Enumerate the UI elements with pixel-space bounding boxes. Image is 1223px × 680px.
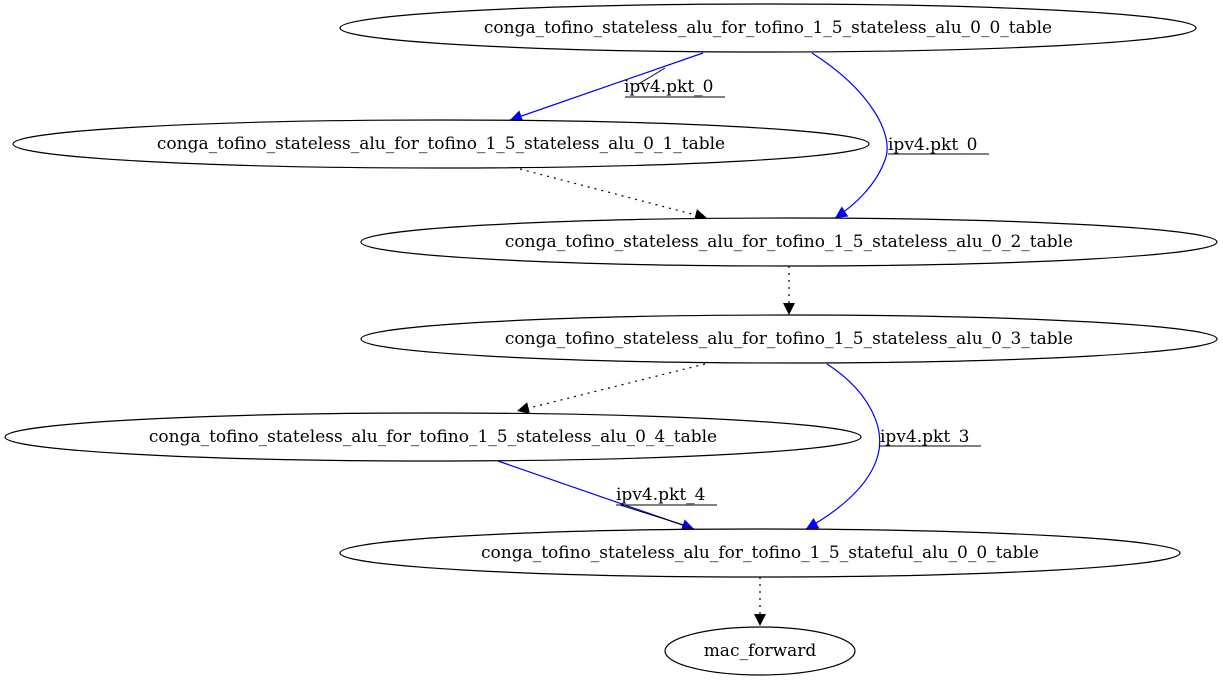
- node-ellipse: [339, 3, 1197, 53]
- edge-n3-n4: [516, 363, 706, 414]
- edge-line: [519, 168, 708, 221]
- table-node-stateless-alu-0-3[interactable]: conga_tofino_stateless_alu_for_tofino_1_…: [360, 314, 1218, 364]
- node-ellipse: [360, 217, 1218, 267]
- table-node-stateless-alu-0-1[interactable]: conga_tofino_stateless_alu_for_tofino_1_…: [12, 119, 870, 169]
- table-node-mac-forward[interactable]: mac_forward: [664, 626, 856, 676]
- edge-line: [516, 363, 706, 414]
- table-node-stateless-alu-0-2[interactable]: conga_tofino_stateless_alu_for_tofino_1_…: [360, 217, 1218, 267]
- edge-line: [811, 52, 888, 219]
- node-ellipse: [4, 412, 862, 462]
- node-label: mac_forward: [704, 641, 817, 661]
- nodes: conga_tofino_stateless_alu_for_tofino_1_…: [4, 3, 1218, 676]
- edge-label: ipv4.pkt_0: [624, 77, 713, 97]
- edge-line: [805, 363, 881, 530]
- node-label: conga_tofino_stateless_alu_for_tofino_1_…: [484, 18, 1052, 38]
- node-label: conga_tofino_stateless_alu_for_tofino_1_…: [505, 232, 1073, 252]
- edge-label-connector: [625, 67, 725, 98]
- edge-n0-n1: ipv4.pkt_0: [509, 52, 725, 122]
- node-label: conga_tofino_stateless_alu_for_tofino_1_…: [149, 427, 717, 447]
- edge-n1-n2: [519, 168, 708, 221]
- table-node-stateful-alu-0-0[interactable]: conga_tofino_stateless_alu_for_tofino_1_…: [339, 528, 1181, 578]
- edge-n4-n5: ipv4.pkt_4: [497, 460, 717, 531]
- table-node-stateless-alu-0-0[interactable]: conga_tofino_stateless_alu_for_tofino_1_…: [339, 3, 1197, 53]
- node-ellipse: [360, 314, 1218, 364]
- edge-label: ipv4.pkt_4: [616, 485, 705, 505]
- edges: ipv4.pkt_0 ipv4.pkt_0 ipv4.pkt_3: [497, 52, 989, 626]
- node-label: conga_tofino_stateless_alu_for_tofino_1_…: [157, 134, 725, 154]
- edge-line: [509, 52, 704, 122]
- node-label: conga_tofino_stateless_alu_for_tofino_1_…: [505, 329, 1073, 349]
- node-label: conga_tofino_stateless_alu_for_tofino_1_…: [481, 543, 1039, 563]
- node-ellipse: [12, 119, 870, 169]
- edge-label: ipv4.pkt_3: [880, 427, 969, 447]
- edge-label: ipv4.pkt_0: [888, 135, 977, 155]
- edge-label-connector: [616, 504, 717, 528]
- node-ellipse: [664, 626, 856, 676]
- edge-n3-n5: ipv4.pkt_3: [805, 363, 981, 530]
- node-ellipse: [339, 528, 1181, 578]
- table-node-stateless-alu-0-4[interactable]: conga_tofino_stateless_alu_for_tofino_1_…: [4, 412, 862, 462]
- edge-n0-n2: ipv4.pkt_0: [811, 52, 989, 219]
